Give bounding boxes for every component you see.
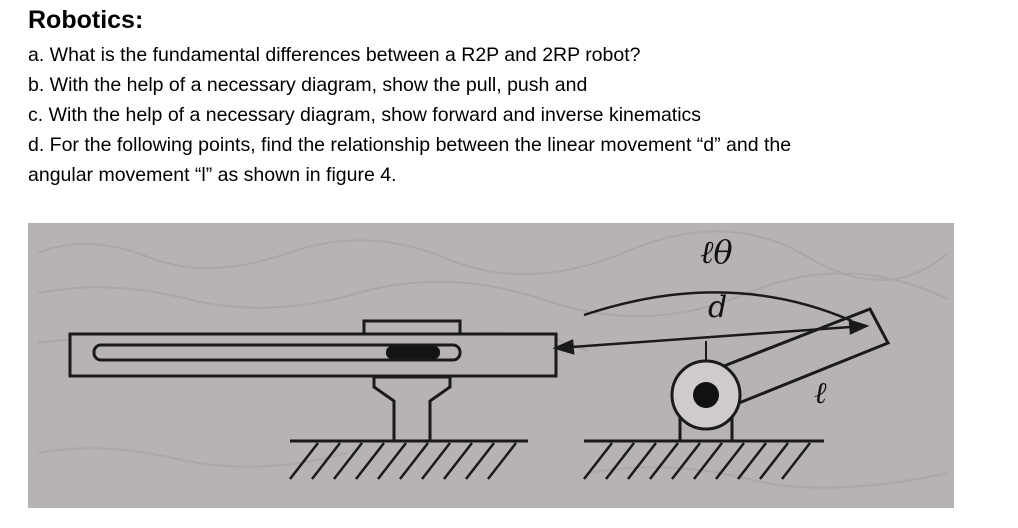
question-d: d. For the following points, find the re… [28, 134, 792, 156]
arc-l-theta [583, 291, 853, 323]
question-a: a. What is the fundamental differences b… [28, 44, 641, 66]
label-chord-d: d [708, 290, 727, 325]
mechanism-diagram: ℓθ d ℓ [37, 230, 949, 489]
page-title: Robotics: [28, 6, 144, 34]
question-c: c. With the help of a necessary diagram,… [28, 104, 702, 126]
ground-hatching [289, 439, 824, 480]
label-arc-l-theta: ℓθ [700, 233, 733, 271]
label-arm-l: ℓ [814, 376, 827, 411]
question-b: b. With the help of a necessary diagram,… [28, 74, 588, 96]
figure-4-photo: ℓθ d ℓ [28, 223, 954, 508]
slider-bar [68, 332, 558, 378]
question-d-continued: angular movement “l” as shown in figure … [28, 164, 397, 186]
question-block: Robotics: a. What is the fundamental dif… [28, 4, 1008, 190]
pivot-joint [670, 359, 742, 431]
chord-d-arrow [552, 319, 870, 355]
